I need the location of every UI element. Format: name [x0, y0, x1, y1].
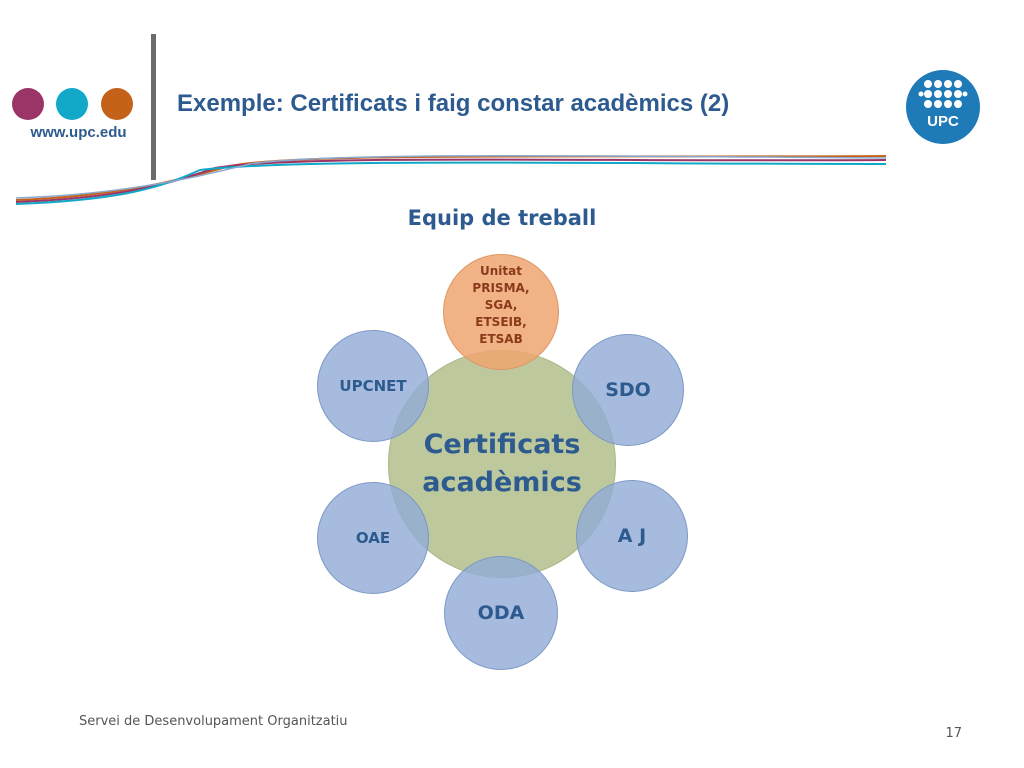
upcnet-circle: UPCNET: [317, 330, 429, 442]
orange-dot: [101, 88, 133, 120]
brand-dots: [12, 88, 142, 124]
upc-logo-icon: UPC: [906, 70, 980, 144]
top-label-line: PRISMA,: [472, 280, 530, 295]
center-label-line1: Certificats: [423, 429, 581, 460]
oda-label: ODA: [477, 602, 525, 624]
top-label-line: SGA,: [484, 297, 518, 312]
header-divider: [151, 34, 156, 180]
top-label-line: ETSEIB,: [475, 314, 527, 329]
logo-text: UPC: [927, 113, 959, 130]
top-label-line: ETSAB: [479, 331, 523, 346]
website-url[interactable]: www.upc.edu: [30, 124, 127, 141]
oda-circle: ODA: [444, 556, 558, 670]
oae-circle: OAE: [317, 482, 429, 594]
top-circle: Unitat PRISMA, SGA, ETSEIB, ETSAB: [443, 254, 559, 370]
oae-label: OAE: [355, 529, 391, 547]
upcnet-label: UPCNET: [339, 377, 407, 395]
center-label-line2: acadèmics: [422, 467, 582, 498]
top-label-line: Unitat: [480, 263, 522, 278]
cyan-dot: [56, 88, 88, 120]
footer-text: Servei de Desenvolupament Organitzatiu: [79, 714, 348, 729]
purple-dot: [12, 88, 44, 120]
section-subtitle: Equip de treball: [407, 206, 597, 230]
top-label: Unitat PRISMA, SGA, ETSEIB, ETSAB: [456, 263, 546, 348]
slide-title: Exemple: Certificats i faig constar acad…: [177, 90, 730, 117]
work-team-diagram: Certificats acadèmics Unitat PRISMA, SGA…: [300, 250, 710, 680]
aj-label: A J: [617, 525, 647, 547]
decorative-swoosh: [15, 154, 887, 205]
sdo-circle: SDO: [572, 334, 684, 446]
sdo-label: SDO: [605, 379, 651, 401]
center-label: Certificats acadèmics: [412, 426, 592, 502]
page-number: 17: [945, 726, 962, 741]
aj-circle: A J: [576, 480, 688, 592]
